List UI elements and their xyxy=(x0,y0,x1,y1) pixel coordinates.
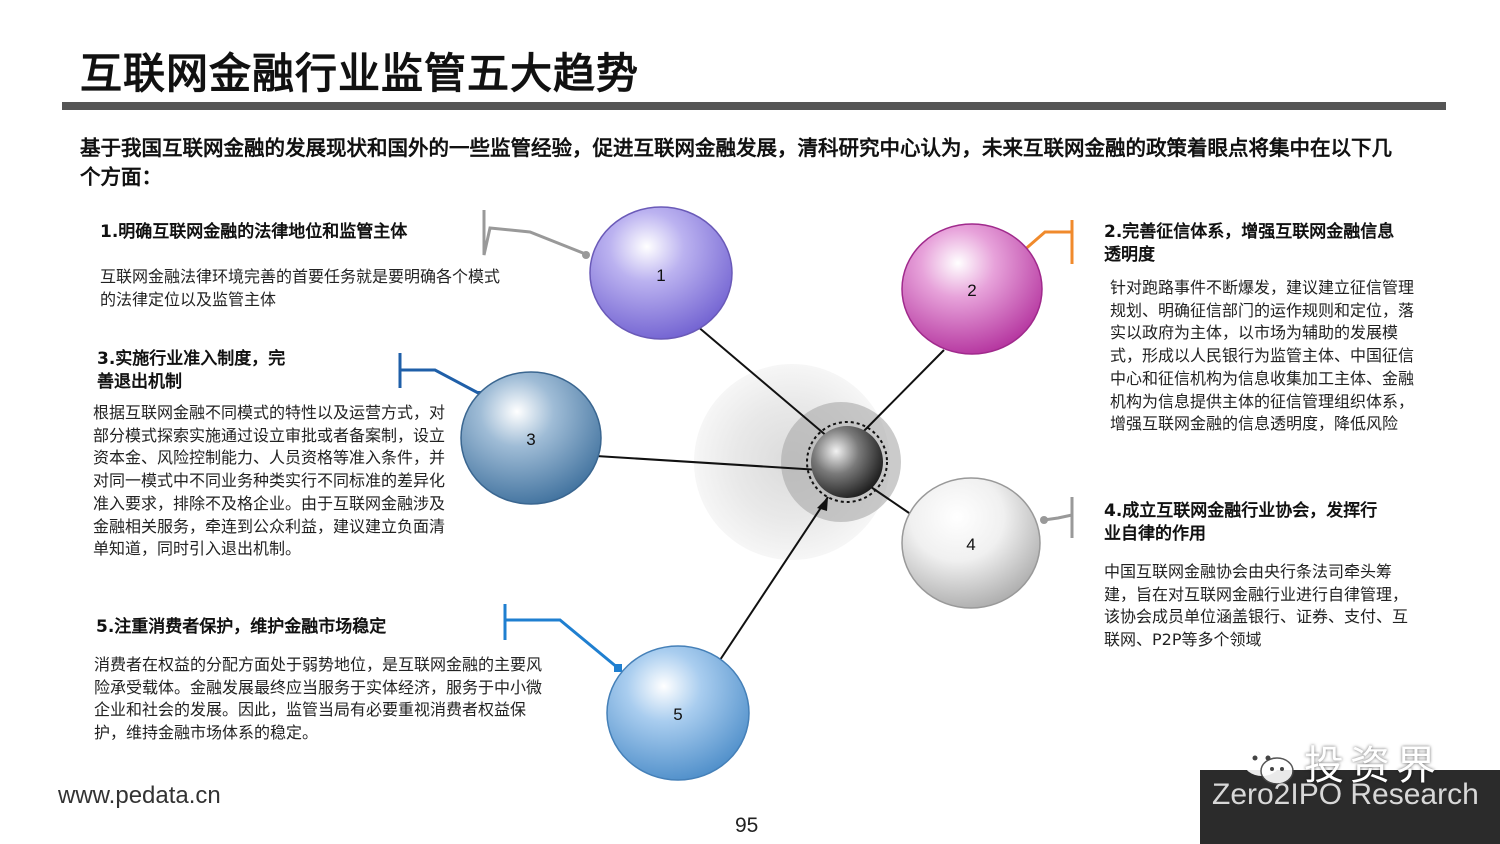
watermark-brand: 投资界 xyxy=(1304,743,1442,789)
trend-node-4: 4 xyxy=(901,477,1041,609)
node-5-label: 5 xyxy=(673,705,682,724)
trend-node-1: 1 xyxy=(589,206,733,340)
spoke-3 xyxy=(595,455,821,471)
hub-dotted-ring xyxy=(806,421,888,503)
connector-4 xyxy=(1043,513,1073,522)
trend-3-body: 根据互联网金融不同模式的特性以及运营方式，对部分模式探索实施通过设立审批或者备案… xyxy=(93,403,446,559)
trend-5-heading: 5.注重消费者保护，维护金融市场稳定 xyxy=(96,617,387,637)
trend-1-body: 互联网金融法律环境完善的首要任务就是要明确各个模式的法律定位以及监管主体 xyxy=(100,267,501,309)
connector-3 xyxy=(400,368,483,397)
node-3-label: 3 xyxy=(526,430,535,449)
node-2-label: 2 xyxy=(967,281,976,300)
trend-1-heading: 1.明确互联网金融的法律地位和监管主体 xyxy=(100,222,408,242)
trend-node-5: 5 xyxy=(606,645,750,781)
trend-node-2: 2 xyxy=(901,223,1043,355)
spoke-5-arrowhead xyxy=(817,497,828,511)
trend-5-body: 消费者在权益的分配方面处于弱势地位，是互联网金融的主要风险承受载体。金融发展最终… xyxy=(94,655,543,743)
node-1-label: 1 xyxy=(656,266,665,285)
spoke-1 xyxy=(689,319,836,444)
wechat-icon xyxy=(1243,746,1294,785)
hub-sphere xyxy=(811,426,883,498)
trend-4-body: 中国互联网金融协会由央行条法司牵头筹建，旨在对互联网金融行业进行自律管理，该协会… xyxy=(1104,562,1409,650)
connector-5 xyxy=(505,618,619,670)
watermark-subtitle: Zero2IPO Research xyxy=(1212,778,1479,811)
page-number: 95 xyxy=(735,814,759,837)
intro-paragraph: 基于我国互联网金融的发展现状和国外的一些监管经验，促进互联网金融发展，清科研究中… xyxy=(80,136,1392,189)
trend-4-heading: 4.成立互联网金融行业协会，发挥行业自律的作用 xyxy=(1104,501,1378,544)
spoke-5 xyxy=(719,496,829,661)
trend-3-heading: 3.实施行业准入制度，完善退出机制 xyxy=(97,349,286,392)
connector-1 xyxy=(482,210,589,257)
connector-2 xyxy=(1021,230,1072,254)
watermark-panel xyxy=(1200,770,1500,844)
connector-5-dot xyxy=(614,664,622,672)
footer-url: www.pedata.cn xyxy=(58,782,221,809)
trend-node-3: 3 xyxy=(460,371,602,505)
connector-4-dot xyxy=(1040,516,1048,524)
node-4-label: 4 xyxy=(966,535,975,554)
trend-2-body: 针对跑路事件不断爆发，建议建立征信管理规划、明确征信部门的运作规则和定位，落实以… xyxy=(1110,278,1415,434)
trend-2-heading: 2.完善征信体系，增强互联网金融信息透明度 xyxy=(1104,222,1395,265)
spoke-2 xyxy=(854,349,945,441)
title-divider xyxy=(62,102,1446,110)
page-title: 互联网金融行业监管五大趋势 xyxy=(80,49,640,98)
connector-1-dot xyxy=(582,251,590,259)
